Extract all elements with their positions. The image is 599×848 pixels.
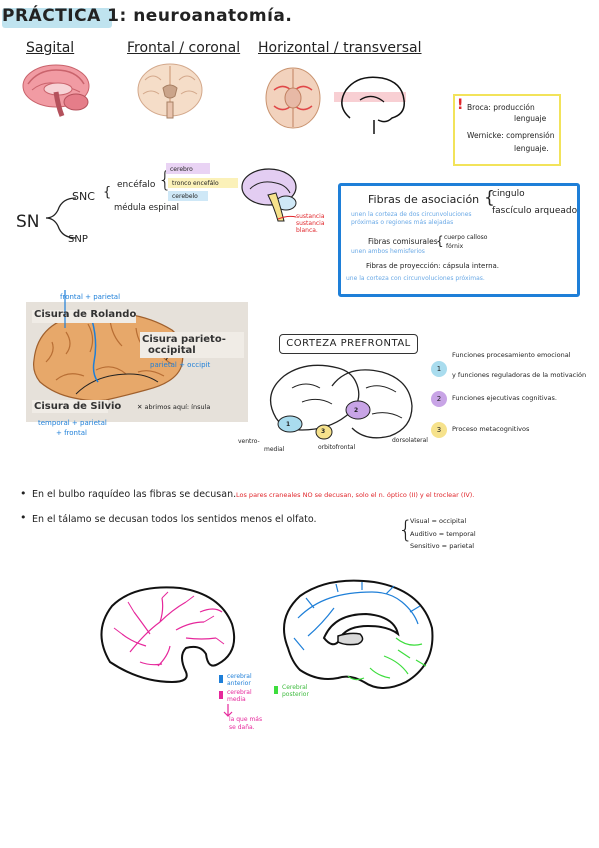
proyeccion-description: une la corteza con circunvoluciones próx… [346,275,485,282]
prefrontal-cortex-sketch [269,364,413,440]
medula-label: médula espinal [114,203,179,213]
bullet-1-text: En el bulbo raquídeo las fibras se decus… [32,489,237,500]
posterior-color-swatch [274,686,278,694]
rolando-label: Cisura de Rolando [34,309,137,320]
region-3-marker: 3 [321,428,326,435]
tronco-highlight [168,178,238,188]
fibras-comisurales-label: Fibras comisurales [368,237,438,246]
dorsolateral-label: dorsolateral [392,437,428,444]
function-1-badge: 1 [431,361,447,377]
comisurales-description: unen ambos hemisferios [351,248,425,255]
frontal-parietal-note: frontal + parietal [60,293,121,301]
function-1-text-2: y funciones reguladoras de la motivación [452,371,587,379]
cuerpo-calloso-label: cuerpo calloso [444,234,488,241]
auditivo-label: Auditivo = temporal [410,530,476,538]
insula-note: ✕ abrimos aquí: ínsula [137,403,211,411]
media-label-2: media [227,696,246,703]
ventro-label: ventro- [238,438,260,445]
parieto-label: Cisura parieto- [142,334,226,345]
cerebro-highlight [166,163,210,174]
brain-parts-diagram [241,168,297,222]
anterior-color-swatch [219,675,223,683]
fornix-label: fórnix [446,243,464,250]
title-highlight [2,8,112,28]
down-arrow-icon [223,704,233,717]
broca-text-2: lenguaje [514,114,547,123]
function-3-badge: 3 [431,422,447,438]
title-block: PRÁCTICA 1: neuroanatomía. [2,6,292,30]
bullet-1-red-text: Los pares craneales NO se decusan, solo … [236,491,475,499]
wernicke-text-2: lenguaje. [514,144,549,153]
snp-label: SNP [68,234,88,245]
fibras-proyeccion-label: Fibras de proyección: cápsula interna. [366,262,500,270]
bullet-2-dot: • [20,511,27,524]
encefalo-label: encéfalo [117,180,156,190]
wernicke-text: Wernicke: comprensión [467,131,555,140]
horizontal-brain-illustration [265,67,321,129]
snc-brace: { [103,185,112,200]
tronco-label: tronco encefálo [172,180,219,187]
sensitivo-label: Sensitivo = parietal [410,542,475,550]
anterior-label-1: cerebral [227,673,252,680]
function-2-text: Funciones ejecutivas cognitivas. [452,394,557,402]
fibras-box [338,183,580,297]
plane-frontal: Frontal / coronal [127,40,241,56]
asociacion-description-2: próximas o regiones más alejadas [351,219,454,226]
region-2-marker: 2 [354,407,359,414]
parietal-occipital-note: parietal + occipit [150,361,211,369]
sagittal-brain-illustration [22,64,90,117]
asociacion-description-1: unen la corteza de dos circunvoluciones [351,211,472,218]
silvio-label: Cisura de Silvio [34,401,122,412]
medial-label: medial [264,446,285,453]
function-1-text: Funciones procesamiento emocional [452,351,571,359]
media-label-1: cerebral [227,689,252,696]
plane-sagital: Sagital [26,40,75,56]
visual-label: Visual = occipital [410,517,467,525]
media-note-1: la que más [229,716,263,723]
anterior-label-2: anterior [227,680,251,687]
fasciculo-label: fascículo arqueado [492,206,578,216]
orbitofrontal-label: orbitofrontal [318,444,356,451]
cingulo-label: cingulo [492,189,525,199]
sustancia-note-2: sustancia [296,220,325,227]
temporal-parietal-note: temporal + parietal [38,419,107,427]
occipital-label: occipital [148,345,196,356]
cerebelo-highlight [168,191,208,201]
comisurales-brace: { [436,234,444,248]
region-1-marker: 1 [286,421,291,428]
sn-label: SN [16,212,40,232]
horizontal-plane-sketch [334,76,406,134]
cerebro-label: cerebro [170,166,193,173]
bullet-2-text: En el tálamo se decusan todos los sentid… [32,514,317,525]
lateral-brain-illustration [26,302,248,422]
senses-brace: { [398,516,414,544]
exclamation-icon: ! [457,97,464,113]
medial-artery-brain [283,579,434,689]
broca-wernicke-box [453,94,561,166]
function-3-text: Proceso metacognitivos [452,425,530,433]
media-note-2: se daña. [229,724,255,731]
snc-label: SNC [72,190,95,203]
frontal-parietal-arrow [64,290,66,328]
cerebelo-label: cerebelo [172,193,198,200]
fibras-asociacion-brace: { [484,188,495,208]
broca-text: Broca: producción [467,103,535,112]
bullet-1-dot: • [20,487,27,500]
corteza-prefrontal-title: CORTEZA PREFRONTAL [279,334,418,354]
posterior-label-1: Cerebral [282,684,308,691]
plane-horizontal: Horizontal / transversal [258,40,422,56]
sn-brace [45,197,77,239]
lateral-artery-brain [100,586,236,684]
sustancia-note-1: sustancia [296,213,325,220]
coronal-brain-illustration [137,63,203,119]
sustancia-note-3: blanca. [296,227,318,234]
fibras-asociacion-label: Fibras de asociación [368,193,480,206]
media-color-swatch [219,691,223,699]
function-2-badge: 2 [431,391,447,407]
frontal-note: + frontal [56,429,87,437]
page-title: PRÁCTICA 1: neuroanatomía. [2,6,293,26]
posterior-label-2: posterior [282,691,309,698]
